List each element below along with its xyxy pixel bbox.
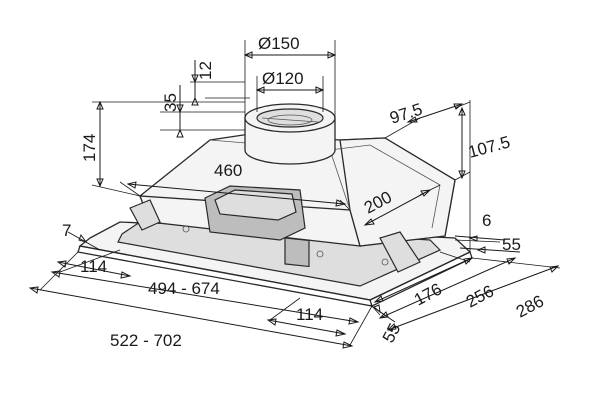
label-35: 35 xyxy=(161,93,180,112)
label-55-right: 55 xyxy=(502,235,521,254)
dim-line-256 xyxy=(379,257,516,319)
dim-line-286 xyxy=(387,265,559,331)
label-6: 6 xyxy=(482,211,491,230)
housing-right-face xyxy=(339,137,456,247)
label-97-5: 97.5 xyxy=(387,100,424,128)
dim-line-176 xyxy=(374,257,473,303)
label-114-right: 114 xyxy=(296,305,323,324)
label-d150: Ø150 xyxy=(258,34,300,53)
dim-line-6 xyxy=(454,235,506,241)
label-d120: Ø120 xyxy=(262,69,304,88)
label-460: 460 xyxy=(214,161,242,180)
label-12: 12 xyxy=(196,61,215,80)
dim-line-114-left xyxy=(57,261,131,277)
label-55-bottom: 55 xyxy=(379,320,405,346)
dim-line-114-right xyxy=(267,319,346,335)
outlet-collar-inner xyxy=(256,108,324,128)
hood-body xyxy=(77,103,473,307)
dim-line-55-bottom xyxy=(369,304,396,323)
control-box xyxy=(284,237,310,268)
outlet-damper xyxy=(267,114,313,126)
mount-screw-left xyxy=(182,225,190,233)
label-114-left: 114 xyxy=(80,257,107,276)
dimension-lines xyxy=(28,51,560,349)
dim-line-522-702 xyxy=(29,287,353,347)
label-522-702: 522 - 702 xyxy=(110,331,182,350)
mount-screw-mid xyxy=(316,250,324,258)
dim-line-494-674 xyxy=(51,271,359,323)
dim-line-460 xyxy=(127,183,346,205)
outlet-damper-axis xyxy=(261,117,319,123)
dim-line-55-right xyxy=(459,247,521,253)
label-107-5: 107.5 xyxy=(466,132,512,161)
label-256: 256 xyxy=(463,281,497,311)
label-494-674: 494 - 674 xyxy=(148,279,220,298)
left-bracket xyxy=(129,199,161,231)
right-bracket xyxy=(379,231,421,273)
label-176: 176 xyxy=(411,279,445,309)
housing-inner-contour xyxy=(329,144,441,229)
base-tray-right-edge xyxy=(369,251,473,307)
dim-line-97-5 xyxy=(407,103,463,123)
label-7: 7 xyxy=(62,221,71,240)
mount-screw-right xyxy=(381,258,389,266)
extension-lines xyxy=(39,40,561,346)
dimension-labels: Ø150 Ø120 12 35 174 97.5 107.5 460 200 7… xyxy=(62,34,547,350)
dim-line-200 xyxy=(364,189,431,226)
label-174: 174 xyxy=(80,134,99,162)
label-286: 286 xyxy=(513,291,547,321)
